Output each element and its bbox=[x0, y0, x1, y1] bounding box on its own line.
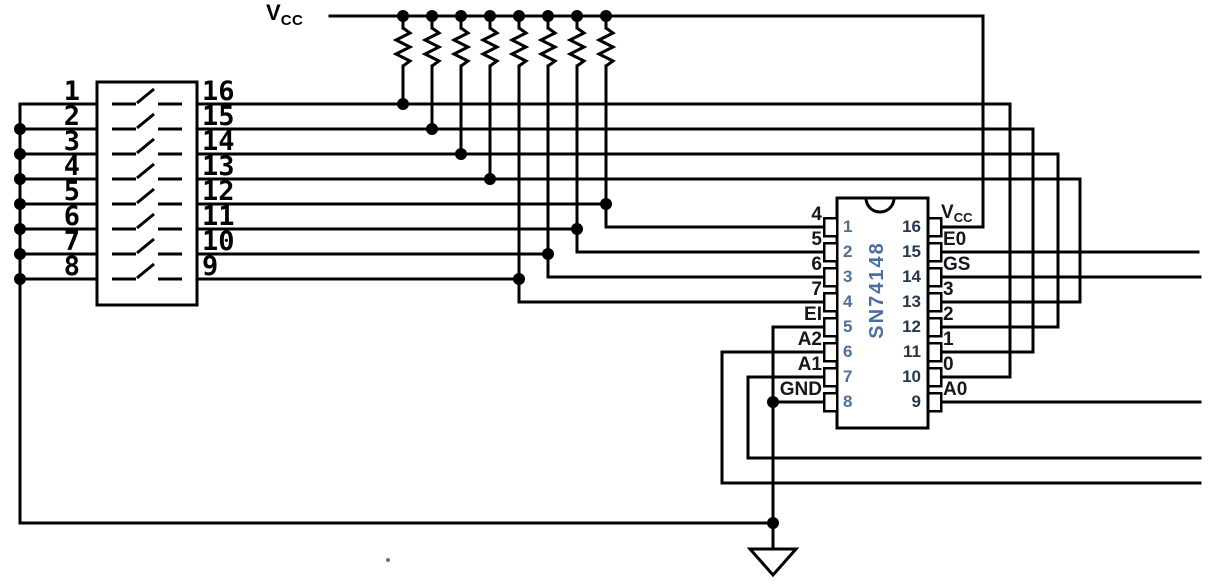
ic-package bbox=[822, 196, 943, 430]
dip-pin-number-13: 13 bbox=[202, 151, 235, 182]
junction-dots bbox=[14, 10, 779, 529]
vcc-base: V bbox=[266, 0, 281, 25]
ic-signal-label-ei: EI bbox=[804, 304, 822, 325]
switch-contact-icon bbox=[112, 237, 182, 256]
ic-body bbox=[835, 196, 930, 430]
ic-signal-label-e0: E0 bbox=[943, 229, 967, 250]
dip-pin-number-14: 14 bbox=[202, 126, 235, 157]
switch-contact-icon bbox=[112, 162, 182, 181]
ic-pin-number-15: 15 bbox=[902, 242, 921, 261]
ic-pin-stubs bbox=[822, 216, 943, 413]
ic-signal-label-input6: 6 bbox=[811, 254, 822, 275]
ic-pin-number-8: 8 bbox=[843, 392, 853, 411]
ic-control-wires bbox=[720, 325, 1202, 525]
ic-pin-number-2: 2 bbox=[843, 242, 853, 261]
vcc-rail-label: VCC bbox=[266, 0, 304, 29]
pullup-resistors bbox=[392, 26, 617, 68]
dip-pin-number-5: 5 bbox=[63, 176, 80, 207]
resistor-icon bbox=[566, 26, 588, 68]
ic-signal-label-input0: 0 bbox=[943, 354, 954, 375]
resistor-icon bbox=[595, 26, 617, 68]
ic-pin-number-5: 5 bbox=[843, 317, 853, 336]
ic-signal-label-input2: 2 bbox=[943, 304, 954, 325]
ic-signal-label-input1: 1 bbox=[943, 329, 954, 350]
ic-signal-label-input5: 5 bbox=[811, 229, 822, 250]
ic-pin-number-3: 3 bbox=[843, 267, 853, 286]
ic-pin-number-1: 1 bbox=[843, 217, 853, 236]
ic-signal-label-a0: A0 bbox=[943, 379, 968, 400]
vcc-rail bbox=[328, 14, 985, 229]
dip-pin-number-4: 4 bbox=[63, 151, 80, 182]
dip-pin-number-12: 12 bbox=[202, 176, 235, 207]
ic-pin-number-11: 11 bbox=[903, 342, 921, 361]
wire-layer bbox=[18, 14, 1202, 551]
resistor-icon bbox=[479, 26, 501, 68]
dip-pin-number-8: 8 bbox=[63, 251, 80, 282]
switch-contact-icon bbox=[112, 187, 182, 206]
ic-signal-label-a2: A2 bbox=[797, 329, 822, 350]
ic-signal-label-input3: 3 bbox=[943, 279, 954, 300]
resistor-icon bbox=[392, 26, 414, 68]
switch-contact-icon bbox=[112, 112, 182, 131]
ic-pin-number-13: 13 bbox=[902, 292, 921, 311]
switch-contact-icon bbox=[112, 212, 182, 231]
dip-pin-number-7: 7 bbox=[63, 226, 80, 257]
ic-signal-label-a1: A1 bbox=[797, 354, 822, 375]
ground-symbol-icon bbox=[746, 547, 800, 578]
dip-pin-number-11: 11 bbox=[202, 201, 235, 232]
ic-signal-label-input7: 7 bbox=[811, 279, 822, 300]
dip-package-notch-icon bbox=[864, 197, 896, 214]
ic-pin-number-16: 16 bbox=[902, 217, 921, 236]
dip-switch-contacts bbox=[112, 87, 182, 281]
dip-pin-number-10: 10 bbox=[202, 226, 235, 257]
dip-pin-number-2: 2 bbox=[63, 101, 80, 132]
dip-right-wires bbox=[195, 102, 1082, 281]
stray-mark bbox=[386, 558, 390, 562]
dip-pin-number-9: 9 bbox=[202, 251, 219, 282]
ic-left-input-wires bbox=[517, 225, 829, 304]
ic-pin-number-10: 10 bbox=[902, 367, 921, 386]
dip-pin-number-16: 16 bbox=[202, 76, 235, 107]
dip-pin-number-3: 3 bbox=[63, 126, 80, 157]
ic-pin-number-14: 14 bbox=[902, 267, 921, 286]
ic-vcc-base: V bbox=[941, 202, 954, 223]
dip-pin-number-6: 6 bbox=[63, 201, 80, 232]
ic-pin-number-9: 9 bbox=[911, 392, 921, 411]
ic-pin-number-6: 6 bbox=[843, 342, 853, 361]
resistor-icon bbox=[537, 26, 559, 68]
dip-pin-number-15: 15 bbox=[202, 101, 235, 132]
ic-signal-label-gnd: GND bbox=[779, 379, 822, 400]
resistor-icon bbox=[450, 26, 472, 68]
resistor-icon bbox=[508, 26, 530, 68]
vcc-subscript: CC bbox=[280, 12, 304, 29]
switch-contact-icon bbox=[112, 262, 182, 281]
ic-pin-number-7: 7 bbox=[843, 367, 853, 386]
ic-signal-label-vcc: VCC bbox=[941, 202, 973, 225]
ic-pin-number-12: 12 bbox=[902, 317, 921, 336]
ic-right-wires bbox=[937, 102, 1202, 404]
switch-contact-icon bbox=[112, 137, 182, 156]
resistor-icon bbox=[421, 26, 443, 68]
switch-contact-icon bbox=[112, 87, 182, 106]
dip-pin-number-1: 1 bbox=[63, 76, 80, 107]
ic-signal-label-gs: GS bbox=[943, 254, 971, 275]
ic-signal-label-input4: 4 bbox=[811, 204, 822, 225]
ic-pin-number-4: 4 bbox=[843, 292, 853, 311]
ic-vcc-subscript: CC bbox=[953, 210, 973, 225]
